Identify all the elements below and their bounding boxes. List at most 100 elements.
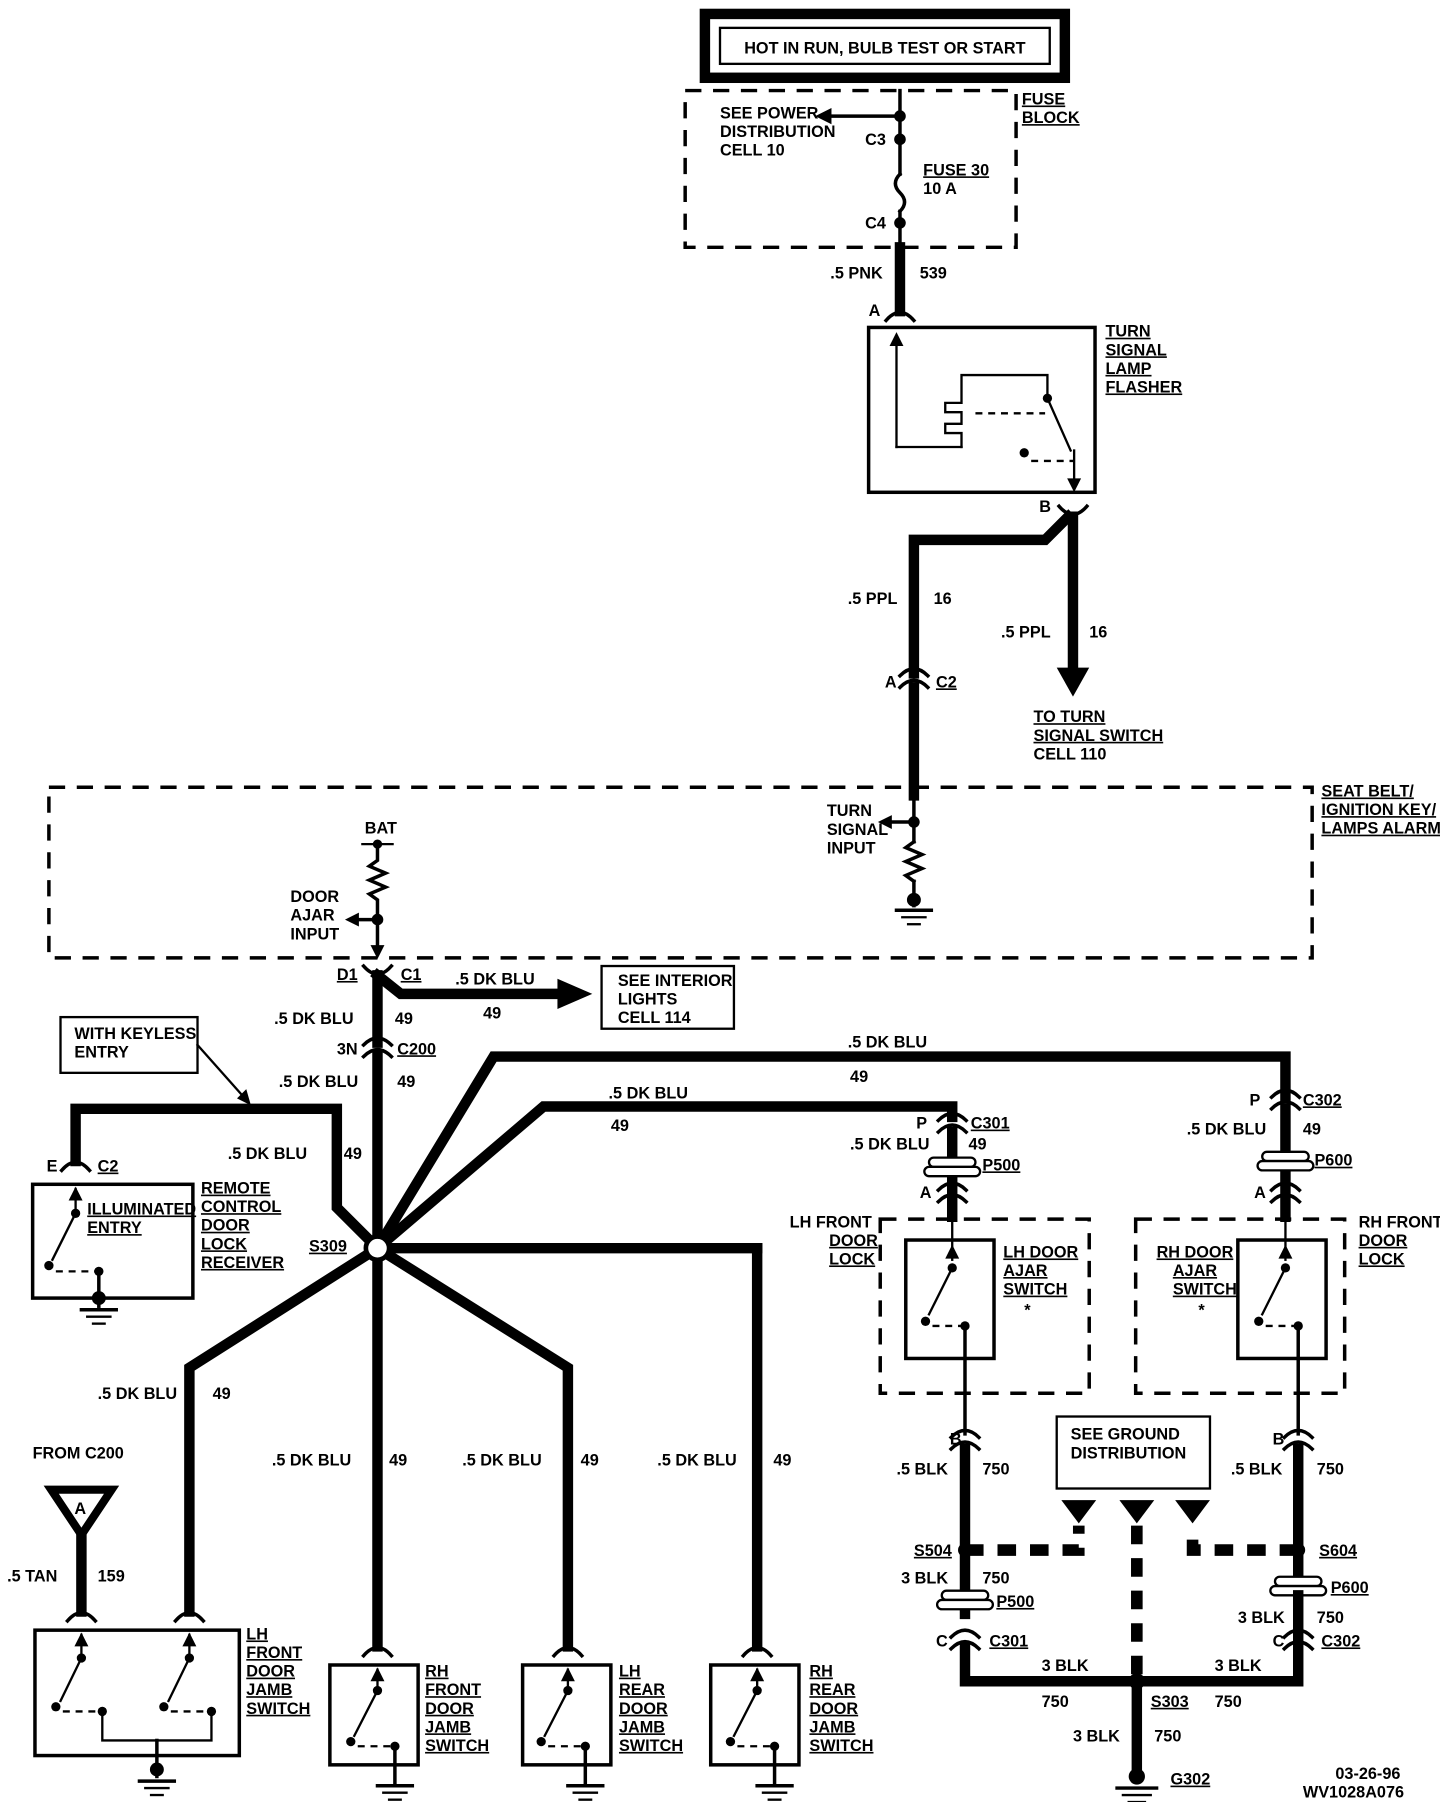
lh-lock-l3: LOCK [829,1250,875,1268]
lh-switch-1: LH DOOR [1003,1243,1078,1261]
lhfj-l5: SWITCH [246,1700,310,1718]
receiver-r1: REMOTE [201,1180,271,1198]
module-l2: IGNITION KEY/ [1321,801,1436,819]
connector-icon [883,310,917,323]
ground-dist-icon [1061,1500,1097,1524]
rh-rear-door-jamb-switch: RH REAR DOOR JAMB SWITCH [708,1663,873,1801]
lhrj-l5: SWITCH [619,1737,683,1755]
ppl-left-circuit: 16 [934,590,952,608]
pnk-gauge: .5 PNK [830,265,883,283]
main-gauge-2: .5 DK BLU [279,1073,358,1091]
to-turn-l1: TO TURN [1033,708,1105,726]
resistor-icon [364,847,391,919]
turn-signal-flasher: TURN SIGNAL LAMP FLASHER [866,323,1182,495]
main-circuit-1: 49 [395,1010,413,1028]
lhfj-l2: FRONT [246,1644,302,1662]
ppl-right-circuit: 16 [1089,623,1107,641]
receiver-pin-e: E [47,1158,58,1176]
rhfj-l4: JAMB [425,1718,471,1736]
lh-switch-3: SWITCH [1003,1281,1067,1299]
ppl-left-gauge: .5 PPL [848,590,898,608]
gr-gauge2: 3 BLK [1238,1609,1285,1627]
lh-front-door-jamb-switch: LH FRONT DOOR JAMB SWITCH [33,1625,310,1797]
lh-c301: C301 [971,1115,1010,1133]
w1-circuit: 49 [213,1385,231,1403]
gb-s303: S303 [1151,1693,1189,1711]
w3-circuit: 49 [581,1451,599,1469]
w3-gauge: .5 DK BLU [462,1451,541,1469]
see-power-1: SEE POWER [720,104,819,122]
power-source-label: HOT IN RUN, BULB TEST OR START [744,39,1025,57]
gb-right-circuit: 750 [1215,1693,1242,1711]
arrow-down-icon [1056,667,1090,697]
flasher-l4: FLASHER [1105,378,1182,396]
arrow-right-icon [557,978,593,1009]
rhrj-l3: DOOR [809,1700,858,1718]
interior-gauge: .5 DK BLU [455,971,534,989]
lhfj-l3: DOOR [246,1663,295,1681]
rhrj-l4: JAMB [809,1718,855,1736]
lh-pin-p: P [916,1115,927,1133]
bat-label: BAT [365,820,397,838]
keyless-l1: WITH KEYLESS [74,1025,196,1043]
c200-label: C200 [397,1040,436,1058]
rh-front-door-jamb-switch: RH FRONT DOOR JAMB SWITCH [328,1663,489,1801]
gl-s504: S504 [914,1542,952,1560]
pnk-pin: A [869,302,881,320]
to-turn-l2: SIGNAL SWITCH [1033,727,1163,745]
c2-top-name: C2 [936,673,957,691]
lh-switch-2: AJAR [1003,1262,1048,1280]
gr-s604: S604 [1319,1542,1357,1560]
rh-star: * [1198,1302,1205,1320]
rh-switch-2: AJAR [1173,1262,1218,1280]
resistor-icon [901,839,927,884]
power-source-box: HOT IN RUN, BULB TEST OR START [699,8,1071,84]
gr-p600: P600 [1331,1579,1369,1597]
pin-d1: D1 [337,966,358,984]
fuse-c4: C4 [865,215,886,233]
flasher-l1: TURN [1105,323,1150,341]
lh-rear-door-jamb-switch: LH REAR DOOR JAMB SWITCH [520,1663,683,1801]
rh-switch-3: SWITCH [1173,1281,1237,1299]
lhrj-l1: LH [619,1663,641,1681]
gb-down-gauge: 3 BLK [1073,1728,1120,1746]
to-turn-l3: CELL 110 [1033,745,1106,763]
flasher-l3: LAMP [1105,360,1151,378]
footer-date: 03-26-96 [1335,1765,1400,1783]
lh-star: * [1024,1302,1031,1320]
w1-gauge: .5 DK BLU [98,1385,177,1403]
lh-top-gauge: .5 DK BLU [609,1084,688,1102]
pin-3n: 3N [337,1040,358,1058]
lh-gauge: .5 DK BLU [850,1135,929,1153]
fuse-block: FUSE BLOCK SEE POWER DISTRIBUTION CELL 1… [683,88,1080,275]
gr-gauge: .5 BLK [1231,1461,1283,1479]
c2-top-pin: A [885,673,897,691]
gb-right-gauge: 3 BLK [1215,1657,1262,1675]
gr-circuit: 750 [1317,1461,1344,1479]
rh-lock-l1: RH FRONT [1359,1213,1440,1231]
gr-pin-c: C [1273,1632,1285,1650]
turn-input-1: TURN [827,802,872,820]
w2-gauge: .5 DK BLU [272,1451,351,1469]
keyless-l2: ENTRY [74,1044,129,1062]
rh-lock-l3: LOCK [1359,1250,1405,1268]
receiver-r4: LOCK [201,1235,247,1253]
from-c200-icon [43,1485,120,1543]
see-ground-box [1055,1415,1212,1490]
pin-c1: C1 [401,966,422,984]
lh-p500: P500 [982,1156,1020,1174]
lhfj-l4: JAMB [246,1681,292,1699]
gb-left-circuit: 750 [1042,1693,1069,1711]
interior-l2: LIGHTS [618,990,678,1008]
splice-s309: S309 [309,1238,347,1256]
fuse-block-title-2: BLOCK [1022,109,1080,127]
rh-pin-p: P [1249,1091,1260,1109]
gl-pin-b: B [950,1430,962,1448]
rh-lock-l2: DOOR [1359,1232,1408,1250]
lh-lock-l1: LH FRONT [790,1213,872,1231]
illum-1: ILLUMINATED [87,1200,196,1218]
illum-2: ENTRY [87,1219,142,1237]
gl-circuit2: 750 [982,1570,1009,1588]
gl-pin-c: C [936,1632,948,1650]
rhrj-l5: SWITCH [809,1737,873,1755]
